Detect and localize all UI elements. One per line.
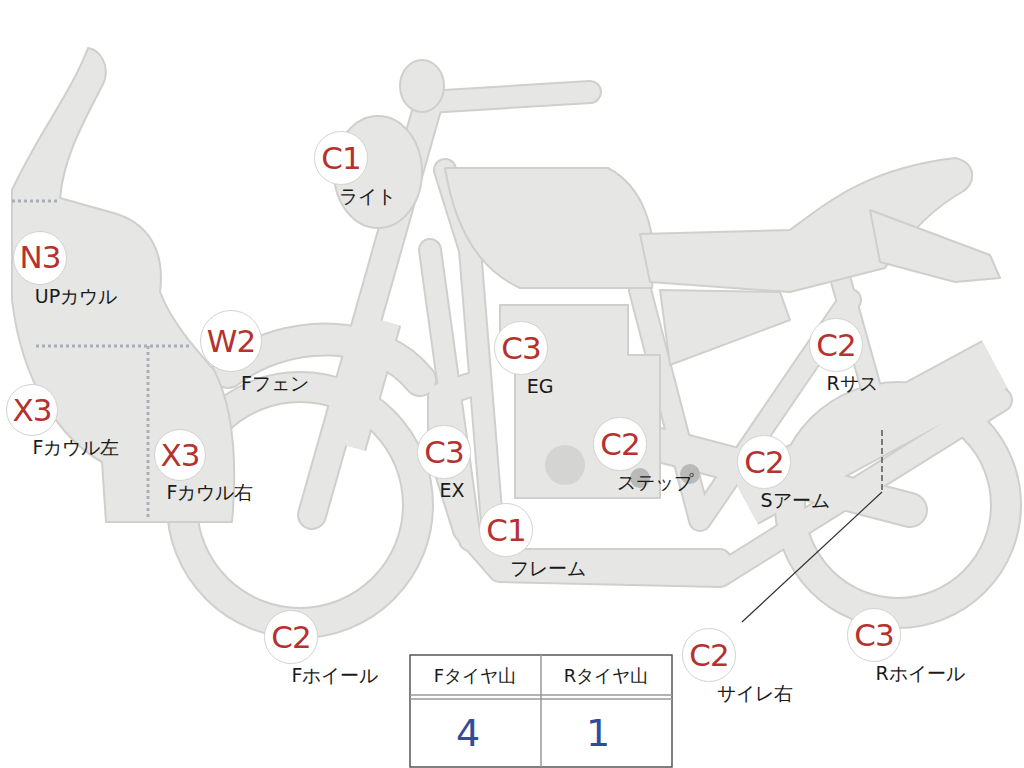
grade-callout: C1ライト: [314, 131, 367, 184]
leader-line: [881, 430, 882, 492]
grade-callout: C2Fホイール: [264, 610, 317, 663]
grade-callout: C2Rサス: [809, 318, 862, 371]
callout-circle: C2: [264, 610, 317, 663]
part-name: Rホイール: [875, 663, 964, 684]
front-fork: [312, 105, 428, 515]
leader-line: [742, 430, 882, 622]
table-header: Rタイヤ山: [564, 664, 649, 688]
callout-circle: C3: [847, 608, 900, 661]
callout-circle: X3: [154, 429, 207, 482]
grade-code: C3: [854, 620, 893, 651]
grade-code: X3: [13, 395, 52, 426]
engine-cover: [545, 445, 585, 485]
callout-circle: C2: [682, 628, 735, 681]
part-name: EX: [439, 480, 464, 501]
part-name: Fカウル左: [33, 437, 120, 458]
part-name: ステップ: [617, 472, 693, 493]
table-value: 1: [586, 711, 610, 755]
tire-table: [410, 655, 672, 767]
part-name: EG: [527, 376, 554, 397]
callout-circle: C3: [417, 425, 470, 478]
table-value: 4: [456, 711, 480, 755]
handlebar: [428, 92, 590, 102]
grade-callout: C3Rホイール: [847, 608, 900, 661]
cowl: [12, 48, 234, 522]
callout-circle: C2: [593, 417, 646, 470]
grade-code: W2: [207, 326, 255, 357]
grade-callout: C3EG: [494, 321, 547, 374]
grade-code: N3: [20, 242, 61, 273]
grade-code: C1: [486, 515, 525, 546]
mirror: [400, 60, 444, 112]
grade-code: C2: [744, 447, 783, 478]
part-name: ライト: [339, 186, 396, 207]
side-cover: [660, 290, 790, 365]
grade-callout: N3UPカウル: [13, 231, 68, 286]
part-name: フレーム: [510, 558, 586, 579]
grade-callout: W2Fフェン: [200, 310, 262, 372]
tail: [870, 210, 1000, 282]
table-frame: [410, 655, 672, 767]
body-layer: [12, 48, 1000, 522]
engine: [500, 305, 660, 498]
grade-code: C2: [689, 640, 728, 671]
leader-line: [742, 492, 882, 622]
callout-circle: C1: [479, 503, 532, 556]
grade-callout: C3EX: [417, 425, 470, 478]
callout-circle: C3: [494, 321, 547, 374]
grade-callout: C1フレーム: [479, 503, 532, 556]
outline-layer: [182, 92, 1006, 623]
part-name: Fフェン: [241, 373, 309, 394]
grade-callout: X3Fカウル左: [6, 384, 59, 437]
callout-circle: C2: [737, 435, 790, 488]
division-line: [147, 346, 150, 520]
grade-code: C3: [501, 333, 540, 364]
grade-callout: C2サイレ右: [682, 628, 735, 681]
fill-layer: [182, 92, 1006, 623]
grade-callout: X3Fカウル右: [154, 429, 207, 482]
part-name: サイレ右: [717, 683, 793, 704]
callout-circle: N3: [13, 231, 68, 286]
table-rule: [540, 655, 542, 767]
grade-code: C2: [600, 429, 639, 460]
callout-circle: C2: [809, 318, 862, 371]
grade-code: C3: [424, 437, 463, 468]
division-line: [12, 200, 60, 203]
part-name: Fホイール: [292, 665, 379, 686]
handlebar: [428, 92, 590, 102]
callout-circle: C1: [314, 131, 367, 184]
part-name: Fカウル右: [167, 482, 254, 503]
part-name: UPカウル: [35, 286, 117, 307]
table-header: Fタイヤ山: [434, 664, 516, 688]
callout-circle: W2: [200, 310, 262, 372]
grade-code: X3: [161, 440, 200, 471]
grade-callout: C2Sアーム: [737, 435, 790, 488]
part-name: Sアーム: [760, 490, 829, 511]
grade-callout: C2ステップ: [593, 417, 646, 470]
part-name: Rサス: [826, 373, 877, 394]
callout-circle: X3: [6, 384, 59, 437]
fuel-tank: [445, 168, 654, 288]
grade-code: C2: [816, 330, 855, 361]
grade-code: C1: [321, 143, 360, 174]
division-line: [36, 345, 190, 348]
fork-tube: [345, 320, 380, 445]
grade-code: C2: [271, 622, 310, 653]
